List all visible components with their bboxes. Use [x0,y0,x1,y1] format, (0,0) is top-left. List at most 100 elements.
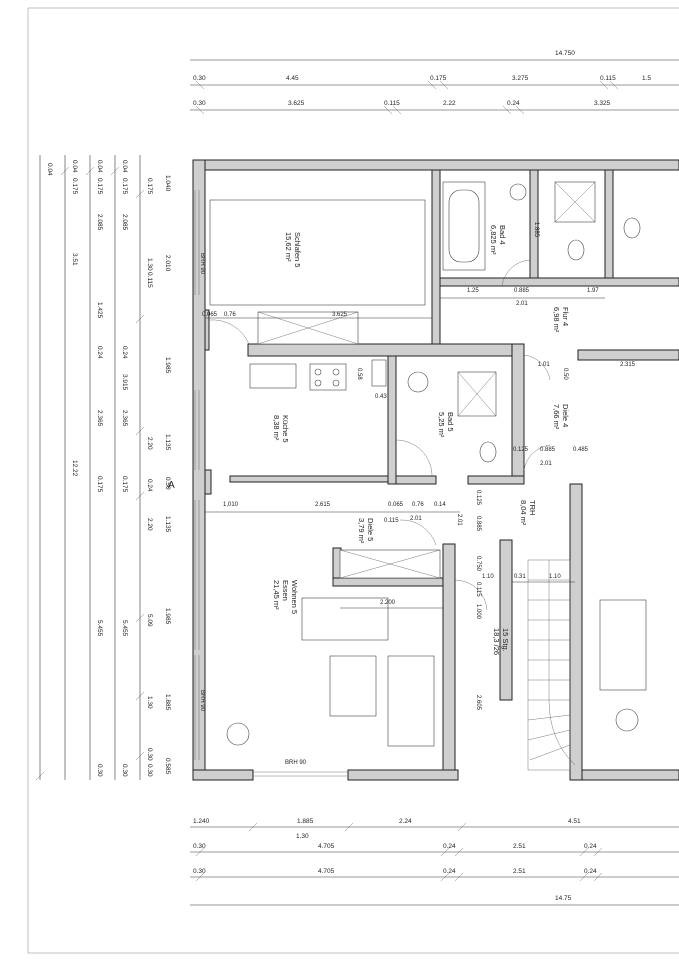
svg-text:1,010: 1,010 [223,502,239,508]
svg-text:4.51: 4.51 [568,818,581,825]
left-dimensions: 0.04 0.04 0.175 3.51 12.22 0.04 0.175 2.… [35,155,175,781]
svg-text:3.625: 3.625 [332,312,348,318]
svg-text:1.040: 1.040 [164,175,171,192]
svg-text:5.455: 5.455 [96,620,103,637]
svg-text:2.010: 2.010 [164,255,171,272]
svg-text:Bad 5: Bad 5 [446,412,455,432]
svg-text:2.605: 2.605 [475,695,481,711]
svg-text:1.135: 1.135 [164,434,171,451]
svg-text:2.51: 2.51 [513,843,526,850]
svg-text:0.175: 0.175 [96,476,103,493]
svg-text:0.065: 0.065 [388,502,404,508]
svg-text:5.09: 5.09 [146,614,153,627]
svg-text:1.425: 1.425 [96,302,103,319]
svg-text:0.58: 0.58 [356,368,362,380]
windows [194,190,348,777]
svg-text:0.04: 0.04 [121,160,128,173]
svg-text:1.30: 1.30 [146,258,153,271]
svg-text:8,38 m²: 8,38 m² [272,415,281,441]
svg-text:3,79 m²: 3,79 m² [357,518,366,544]
svg-text:2.365: 2.365 [121,410,128,427]
svg-text:2.085: 2.085 [96,214,103,231]
fixtures [209,181,647,747]
svg-text:0.30: 0.30 [96,764,103,777]
svg-text:1.885: 1.885 [297,818,314,825]
svg-text:1.10: 1.10 [482,574,494,580]
svg-text:BRH 90: BRH 90 [199,253,205,275]
room-diele5: Diele 5 3,79 m² [357,518,375,544]
svg-text:0.24: 0.24 [443,843,456,850]
svg-text:0.885: 0.885 [540,447,556,453]
svg-text:Wohnen 5: Wohnen 5 [290,580,299,614]
room-wohnen: Wohnen 5 Essen 21,45 m² [272,580,299,614]
dim-left-col4: 0.04 0.175 2.085 0.24 3.915 2.365 0.175 … [121,160,128,777]
svg-text:21,45 m²: 21,45 m² [272,580,281,610]
svg-text:0.50: 0.50 [562,368,568,380]
svg-text:0.04: 0.04 [96,160,103,173]
svg-text:18,3 /26: 18,3 /26 [492,628,501,655]
svg-text:0.175: 0.175 [96,178,103,195]
dim-top-total: 14.750 [555,50,575,57]
svg-text:1.30: 1.30 [296,833,309,840]
svg-text:0.31: 0.31 [514,574,526,580]
dim-left-col2: 0.04 0.175 3.51 12.22 [71,160,78,477]
svg-text:0.125: 0.125 [475,490,481,506]
dim-left-col3: 0.04 0.175 2.085 1.425 0.24 2.365 0.175 … [96,160,103,777]
svg-text:2.01: 2.01 [540,461,552,467]
svg-text:1.135: 1.135 [164,516,171,533]
svg-text:0.115: 0.115 [146,272,153,288]
svg-text:7,66 m²: 7,66 m² [552,404,561,430]
svg-text:Schlafen 5: Schlafen 5 [293,232,302,267]
room-stair: 15 Stg. 18,3 /26 [492,628,510,655]
svg-text:0.76: 0.76 [412,502,424,508]
svg-text:1.985: 1.985 [164,357,171,374]
svg-text:2.01: 2.01 [456,514,462,526]
svg-text:0.24: 0.24 [584,868,597,875]
room-trh: TRH 8,04 m² [519,500,537,526]
svg-text:2.315: 2.315 [620,362,636,368]
svg-text:2.20: 2.20 [146,437,153,450]
svg-text:12.22: 12.22 [71,460,78,477]
room-bad5: Bad 5 5,25 m² [437,412,455,438]
svg-text:0.750: 0.750 [475,556,481,572]
dim-bottom-row3: 0.30 4.705 0.24 2.51 0.24 [193,868,597,875]
svg-text:Flur 4: Flur 4 [561,307,570,326]
svg-text:1.01: 1.01 [538,362,550,368]
svg-text:4.705: 4.705 [318,868,335,875]
svg-text:0.76: 0.76 [224,312,236,318]
walls [192,159,679,781]
svg-text:5,25 m²: 5,25 m² [437,412,446,438]
dim-bottom-row2: 0.30 4.705 0.24 2.51 0.24 [193,843,597,850]
svg-text:0.30: 0.30 [193,843,206,850]
svg-text:Küche 5: Küche 5 [281,415,290,443]
svg-text:0.885: 0.885 [514,288,530,294]
svg-text:4.705: 4.705 [318,843,335,850]
svg-text:2.20: 2.20 [146,518,153,531]
room-labels: Schlafen 5 15,62 m² Bad 4 6,825 m² Flur … [272,225,570,655]
svg-text:0.175: 0.175 [121,178,128,195]
svg-text:Bad 4: Bad 4 [498,225,507,245]
svg-text:0.30: 0.30 [146,748,153,761]
svg-text:8,04 m²: 8,04 m² [519,500,528,526]
dim-top-row2: 0.30 3.625 0.115 2.22 0.24 3.325 [193,100,611,115]
svg-text:0.43: 0.43 [375,394,387,400]
svg-text:1.25: 1.25 [467,288,479,294]
svg-text:1.5: 1.5 [642,75,651,82]
svg-text:2.22: 2.22 [443,100,456,107]
svg-text:0.24: 0.24 [443,868,456,875]
svg-text:0.24: 0.24 [121,346,128,359]
svg-text:1.10: 1.10 [549,574,561,580]
svg-text:2.085: 2.085 [121,214,128,231]
room-flur4: Flur 4 6,98 m² [552,307,570,333]
svg-text:1.985: 1.985 [164,608,171,625]
svg-text:0.115: 0.115 [600,75,616,82]
sheet-border [27,7,679,954]
room-kueche: Küche 5 8,38 m² [272,415,290,443]
room-diele4: Diele 4 7,66 m² [552,404,570,430]
svg-text:3.275: 3.275 [512,75,529,82]
svg-text:0.04: 0.04 [46,163,53,176]
svg-text:15 Stg.: 15 Stg. [501,628,510,652]
svg-text:0.24: 0.24 [507,100,520,107]
svg-text:1.30: 1.30 [146,696,153,709]
